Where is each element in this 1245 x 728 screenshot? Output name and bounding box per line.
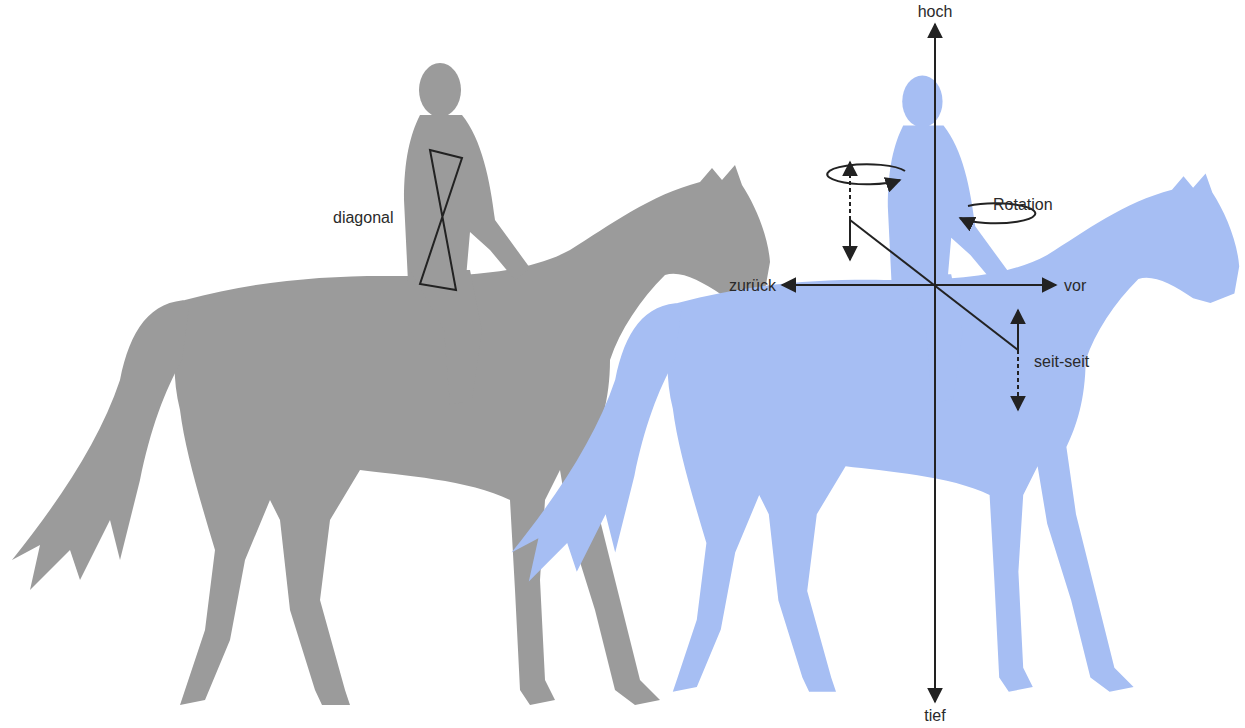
- diagonal-figure: [420, 150, 462, 290]
- axis-label: tief: [924, 706, 945, 725]
- movement-axes: [782, 24, 1056, 702]
- axis-label: vor: [1064, 276, 1086, 295]
- axis-label: seit-seit: [1034, 352, 1089, 371]
- blue-horse: [512, 75, 1240, 691]
- axis-label: diagonal: [333, 208, 394, 227]
- axis-label: hoch: [918, 2, 953, 21]
- axis-label: Rotation: [993, 195, 1053, 214]
- axis-label: zurück: [729, 276, 776, 295]
